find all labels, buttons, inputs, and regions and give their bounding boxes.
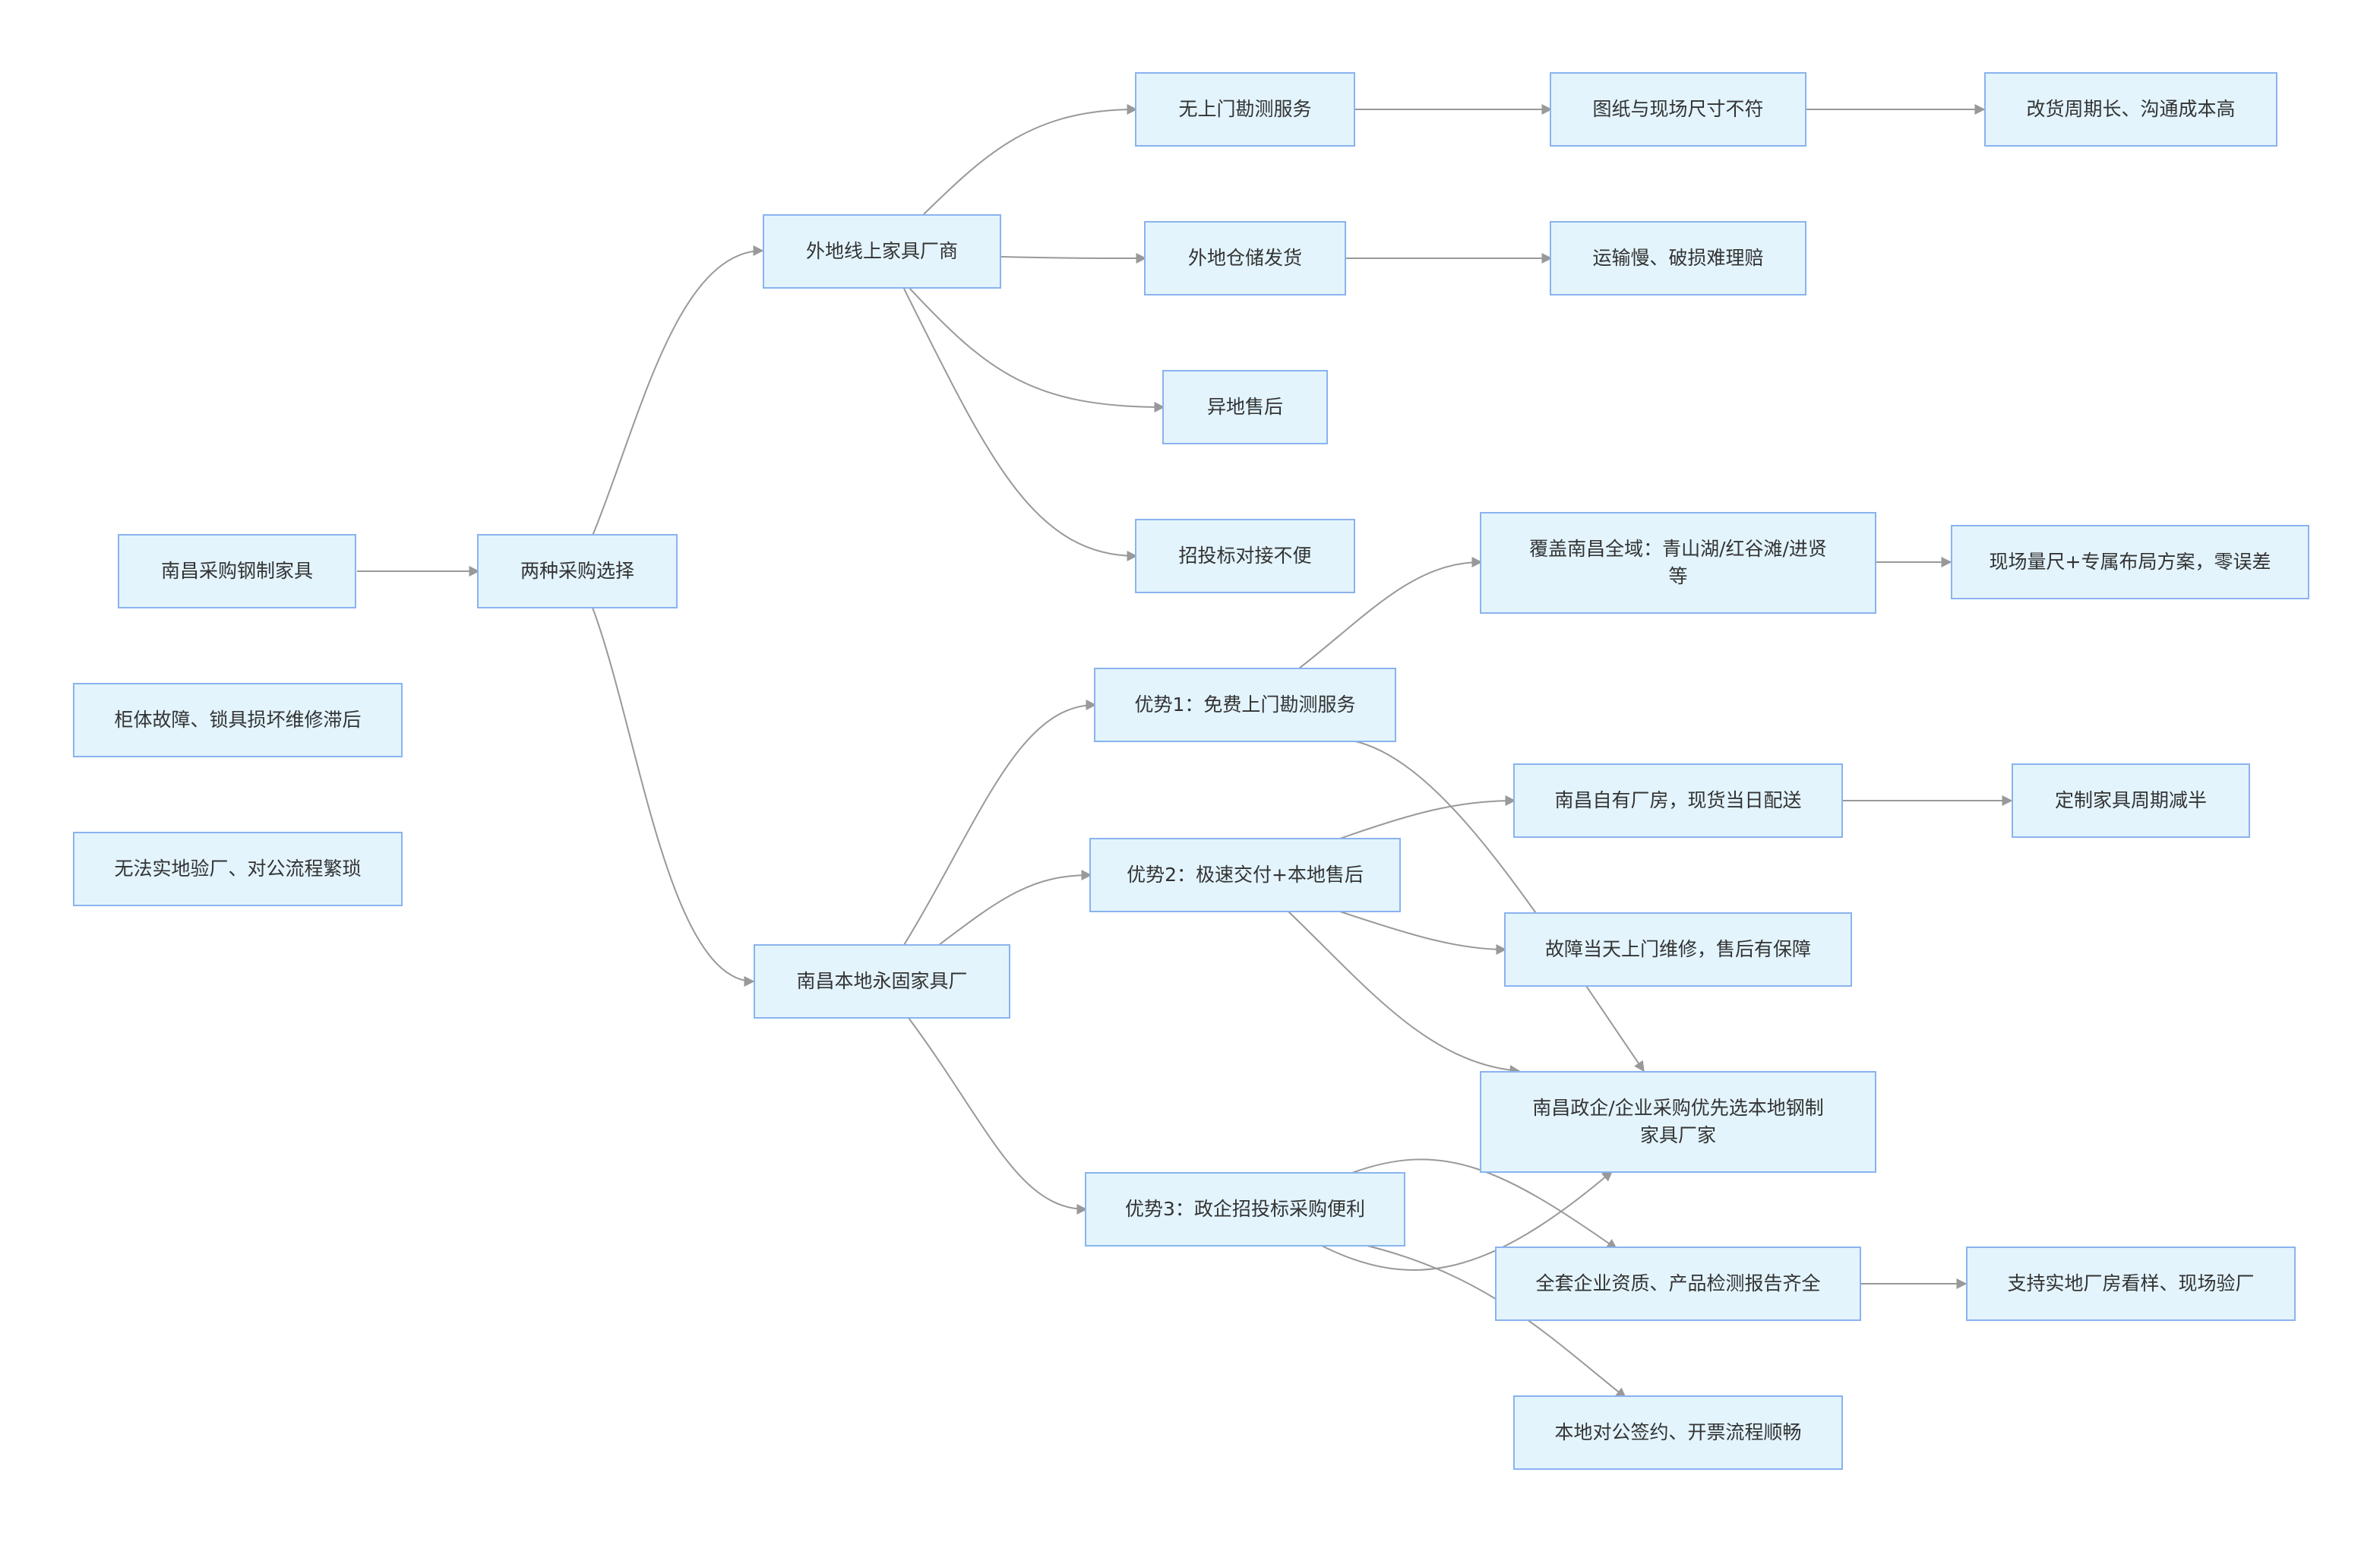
edge-n15-n21: [1339, 911, 1507, 955]
edge-n3-n5: [923, 104, 1138, 215]
node-n23: 全套企业资质、产品检测报告齐全: [1495, 1247, 1861, 1321]
node-n11: 运输慢、破损难理赔: [1550, 221, 1806, 295]
edge-n3-n6: [1000, 252, 1147, 264]
edge-n14-n22: [1351, 740, 1645, 1073]
edge-n16-n23: [1351, 1158, 1618, 1250]
node-n20: 定制家具周期减半: [2012, 763, 2250, 838]
edge-n4-n16: [908, 1017, 1088, 1215]
node-n13: 无法实地验厂、对公流程繁琐: [73, 832, 403, 906]
node-n5: 无上门勘测服务: [1135, 72, 1355, 147]
node-n6: 外地仓储发货: [1144, 221, 1346, 295]
node-n3: 外地线上家具厂商: [763, 214, 1001, 289]
node-n21: 故障当天上门维修，售后有保障: [1504, 912, 1852, 987]
node-n9: 图纸与现场尺寸不符: [1550, 72, 1806, 147]
node-n17: 覆盖南昌全域：青山湖/红谷滩/进贤等: [1480, 512, 1876, 614]
edge-n14-n17: [1298, 557, 1483, 669]
edge-n15-n19: [1339, 795, 1516, 839]
node-n22: 南昌政企/企业采购优先选本地钢制家具厂家: [1480, 1071, 1876, 1173]
edge-n3-n8: [903, 288, 1138, 561]
node-n7: 异地售后: [1162, 370, 1328, 444]
edge-n4-n14: [903, 700, 1097, 946]
edge-n3-n7: [908, 286, 1165, 412]
edge-n15-n22: [1288, 911, 1521, 1076]
node-n25: 本地对公签约、开票流程顺畅: [1513, 1395, 1843, 1470]
node-n2: 两种采购选择: [477, 534, 678, 608]
node-n15: 优势2：极速交付+本地售后: [1089, 838, 1401, 912]
edge-n16-n22: [1321, 1171, 1614, 1271]
edge-n2-n4: [592, 607, 755, 987]
edge-n4-n15: [938, 870, 1092, 946]
node-n10: 改货周期长、沟通成本高: [1984, 72, 2277, 147]
node-n12: 柜体故障、锁具损坏维修滞后: [73, 683, 403, 757]
node-n14: 优势1：免费上门勘测服务: [1094, 668, 1396, 742]
node-n18: 现场量尺+专属布局方案，零误差: [1951, 525, 2309, 599]
node-n16: 优势3：政企招投标采购便利: [1085, 1172, 1405, 1247]
edge-n2-n3: [592, 245, 764, 536]
node-n1: 南昌采购钢制家具: [118, 534, 356, 608]
node-n19: 南昌自有厂房，现货当日配送: [1513, 763, 1843, 838]
node-n4: 南昌本地永固家具厂: [754, 944, 1010, 1019]
node-n24: 支持实地厂房看样、现场验厂: [1966, 1247, 2296, 1321]
node-n8: 招投标对接不便: [1135, 519, 1355, 593]
